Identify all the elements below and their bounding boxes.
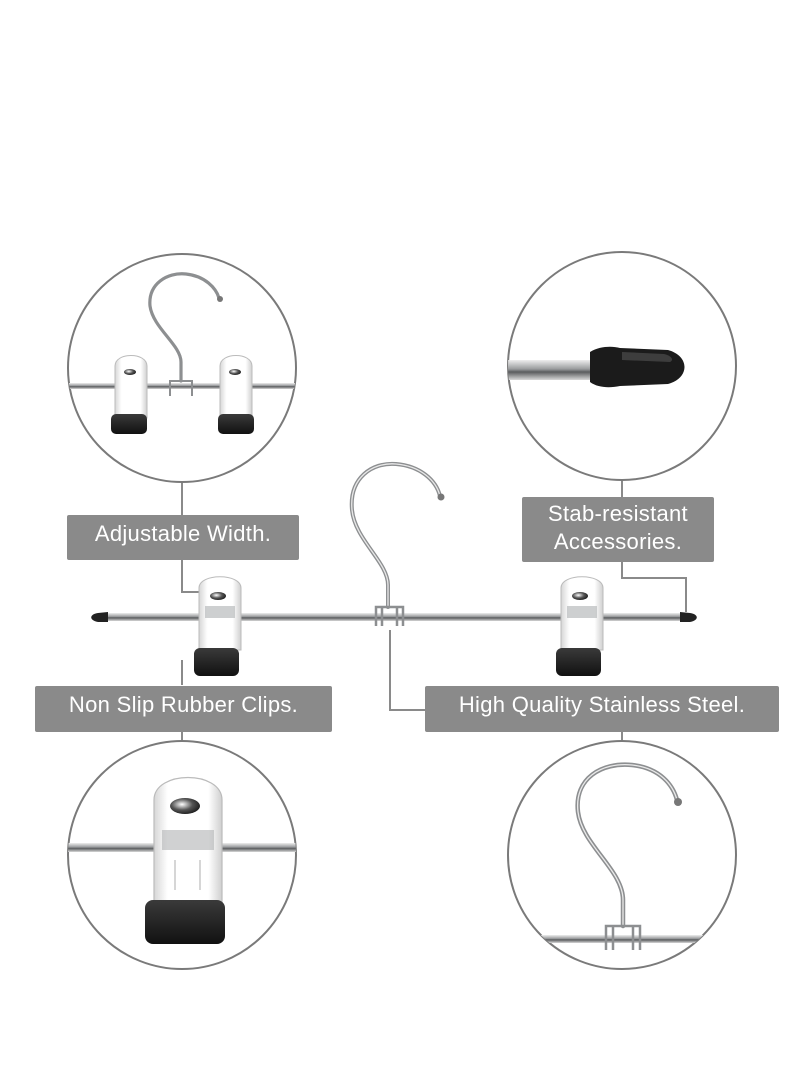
- detail-circle-clip: [67, 740, 297, 970]
- connector-adjustable-to-clip: [181, 560, 205, 593]
- detail-circle-hook: [507, 740, 737, 970]
- right-end-cap: [680, 612, 697, 622]
- connector-stab-to-tip: [621, 562, 687, 612]
- label-stab-resistant-line1: Stab-resistant: [548, 501, 688, 526]
- label-adjustable-width-text: Adjustable Width.: [94, 521, 272, 546]
- main-bar: [100, 613, 690, 621]
- main-hanger: [91, 461, 697, 676]
- left-end-cap: [91, 612, 108, 622]
- main-bracket: [374, 605, 405, 626]
- label-adjustable-width: Adjustable Width.: [67, 515, 299, 560]
- detail-right-clip: [218, 355, 254, 434]
- label-stab-resistant: Stab-resistant Accessories.: [522, 497, 714, 562]
- detail-circle-endcap: [507, 251, 737, 481]
- connector-hook-to-stainless: [389, 630, 428, 711]
- label-non-slip: Non Slip Rubber Clips.: [35, 686, 332, 732]
- detail-circle-adjustable: [67, 253, 297, 483]
- label-non-slip-text: Non Slip Rubber Clips.: [68, 692, 299, 717]
- label-stainless-text: High Quality Stainless Steel.: [458, 692, 746, 717]
- connector-lines: [181, 480, 687, 741]
- main-left-clip: [194, 576, 242, 676]
- label-stainless: High Quality Stainless Steel.: [425, 686, 779, 732]
- detail-left-clip: [111, 355, 148, 434]
- label-stab-resistant-line2: Accessories.: [553, 529, 683, 554]
- main-right-clip: [556, 576, 604, 676]
- main-hook: [349, 461, 442, 609]
- main-hook-ball: [437, 493, 445, 501]
